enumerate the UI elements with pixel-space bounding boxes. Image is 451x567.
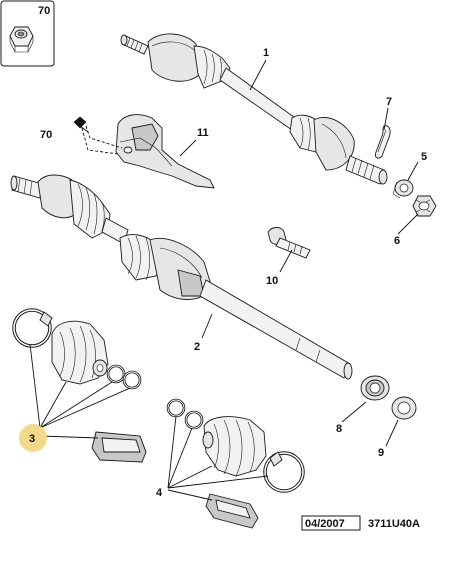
cv-boot-4 [202,416,267,477]
callout-2: 2 [194,341,200,353]
nut-70-small [73,116,123,155]
callout-6: 6 [394,235,400,247]
bearing-8 [360,375,390,401]
inset-box-nut-70: 70 [0,0,55,67]
callout-4: 4 [156,487,163,499]
leader-lines [29,59,419,501]
grease-sachet-3 [91,431,147,463]
footer-reference: 04/2007 3711U40A [301,515,420,531]
split-pin-7 [375,125,391,159]
boot-kit-3 [12,308,147,463]
callout-5: 5 [421,151,427,163]
washer-5 [392,179,414,199]
callout-10: 10 [266,275,278,287]
clamp-ring-small [106,364,126,384]
clamp-ring-4c [263,451,305,493]
callout-7: 7 [386,96,392,108]
seal-ring-9 [391,396,417,420]
clamp-ring-large [12,308,53,348]
callout-labels: 1 2 3 4 5 6 7 8 9 10 11 70 [19,47,427,499]
snap-ring [122,370,142,390]
clamp-ring-4b [184,410,204,430]
heat-shield-bracket-11 [115,114,215,189]
callout-1: 1 [263,47,269,59]
callout-70-mid: 70 [40,129,52,141]
footer-reference-code: 3711U40A [368,518,420,530]
nut-icon [9,26,34,53]
callout-11: 11 [197,127,209,139]
callout-3-highlight [19,424,47,452]
driveshaft-lower [10,174,353,380]
boot-kit-4 [166,398,305,529]
callout-70-inset: 70 [38,5,50,17]
callout-9: 9 [378,447,384,459]
snap-ring-4a [166,398,186,418]
castle-nut-6 [412,195,437,217]
bolt-10 [267,227,311,259]
footer-date: 04/2007 [305,518,345,530]
callout-8: 8 [336,423,342,435]
cv-boot-3 [51,320,109,385]
driveshaft-upper [120,33,388,185]
grease-sachet-4 [205,493,259,529]
callout-3: 3 [29,433,35,445]
